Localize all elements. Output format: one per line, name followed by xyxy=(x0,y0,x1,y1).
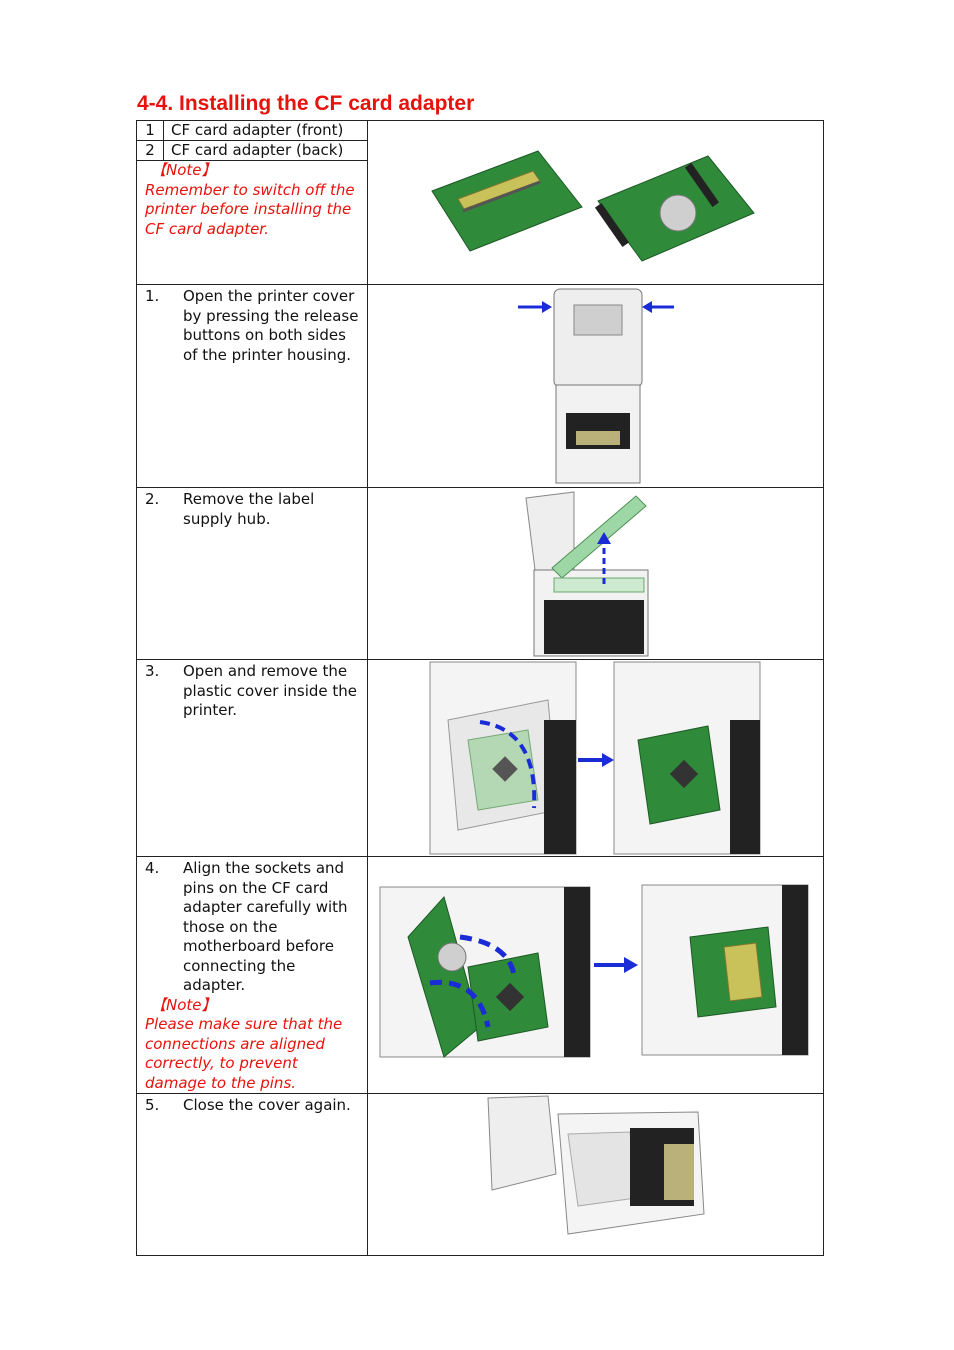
cf-card-illustration xyxy=(367,120,824,285)
step-row: 1. Open the printer cover by pressing th… xyxy=(136,284,824,488)
ribbon-roll xyxy=(544,720,576,854)
page-title: 4-4. Installing the CF card adapter xyxy=(137,92,475,115)
label-roll xyxy=(664,1144,694,1200)
battery-holder xyxy=(659,194,697,232)
step-row: 4. Align the sockets and pins on the CF … xyxy=(136,856,824,1094)
ribbon-roll xyxy=(730,720,760,854)
cover-panel xyxy=(573,304,623,336)
note-heading: 【Note】 xyxy=(151,995,217,1014)
parts-row: 1 CF card adapter (front) 2 CF card adap… xyxy=(136,120,824,285)
install-adapter-image xyxy=(379,884,809,1058)
step-number: 5. xyxy=(145,1096,160,1114)
ribbon-roll xyxy=(544,600,644,654)
ribbon-roll xyxy=(564,887,590,1057)
step-text: Close the cover again. xyxy=(183,1096,351,1114)
part-number: 2 xyxy=(137,140,164,161)
step-number: 2. xyxy=(145,490,160,508)
cf-card-slot xyxy=(457,170,541,210)
battery-holder xyxy=(437,942,467,972)
cf-card-image xyxy=(431,150,755,262)
arrow-up-head xyxy=(597,532,611,544)
pin-header xyxy=(594,203,630,247)
printer-cover xyxy=(487,1095,557,1191)
note-text: Remember to switch off the printer befor… xyxy=(145,180,355,238)
step-illustration xyxy=(367,1093,824,1256)
step-illustration xyxy=(367,856,824,1094)
next-arrow-head xyxy=(624,957,638,973)
chip xyxy=(495,982,525,1012)
step-number: 1. xyxy=(145,287,160,305)
step-illustration xyxy=(367,284,824,488)
part-label: CF card adapter (back) xyxy=(163,140,367,161)
note-heading: 【Note】 xyxy=(151,161,217,179)
next-arrow-head xyxy=(602,753,614,767)
step-row: 3. Open and remove the plastic cover ins… xyxy=(136,659,824,857)
label-supply-hub xyxy=(551,495,647,579)
printer-open-image xyxy=(518,288,674,484)
step-illustration xyxy=(367,659,824,857)
step-number: 3. xyxy=(145,662,160,680)
cf-card-slot xyxy=(723,942,763,1002)
step-text: Open the printer cover by pressing the r… xyxy=(183,287,359,364)
chip xyxy=(669,759,699,789)
instruction-table: 1 CF card adapter (front) 2 CF card adap… xyxy=(136,120,824,1256)
chip xyxy=(492,756,518,782)
parts-list: 1 CF card adapter (front) 2 CF card adap… xyxy=(137,121,367,161)
ribbon-roll xyxy=(782,885,808,1055)
part-number: 1 xyxy=(137,121,164,141)
pin-header xyxy=(684,163,720,207)
label-roll xyxy=(576,431,620,445)
close-cover-image xyxy=(487,1095,705,1235)
arrow-right-head xyxy=(642,301,652,313)
arrow-left-head xyxy=(542,301,552,313)
step-text: Align the sockets and pins on the CF car… xyxy=(183,859,348,994)
printer-cover xyxy=(553,288,643,388)
remove-hub-image xyxy=(525,491,649,657)
note-text: Please make sure that the connections ar… xyxy=(145,1015,343,1092)
step-illustration xyxy=(367,487,824,660)
curved-arrow xyxy=(479,720,537,809)
curved-arrow xyxy=(459,934,517,976)
part-item: 1 CF card adapter (front) xyxy=(137,121,367,141)
part-item: 2 CF card adapter (back) xyxy=(137,140,367,161)
step-row: 5. Close the cover again. xyxy=(136,1093,824,1256)
step-number: 4. xyxy=(145,859,160,877)
cf-card-front-board xyxy=(431,150,583,252)
step-text: Remove the label supply hub. xyxy=(183,490,315,528)
curved-arrow xyxy=(429,979,491,1028)
step-text: Open and remove the plastic cover inside… xyxy=(183,662,358,719)
part-label: CF card adapter (front) xyxy=(163,121,367,141)
step-row: 2. Remove the label supply hub. xyxy=(136,487,824,660)
hub-ghost xyxy=(553,577,645,593)
remove-cover-image xyxy=(429,661,761,855)
interior xyxy=(567,1131,637,1207)
cf-card-connector xyxy=(462,180,541,213)
